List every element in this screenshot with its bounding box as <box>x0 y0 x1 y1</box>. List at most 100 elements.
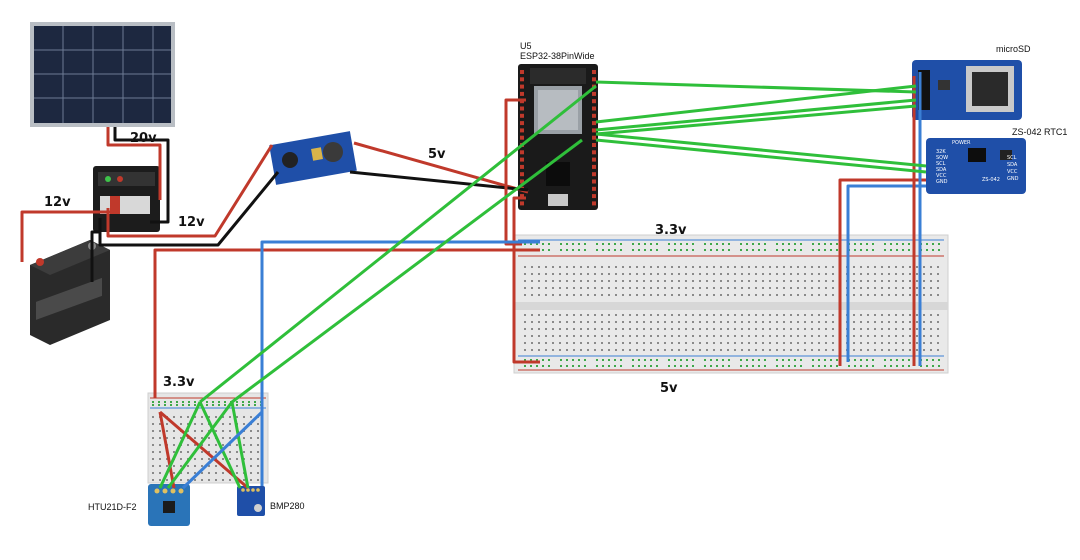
breadboard-hole <box>916 294 918 296</box>
breadboard-hole <box>644 365 646 367</box>
solar-voltage-label: 20v <box>130 131 157 146</box>
breadboard-hole <box>668 243 670 245</box>
breadboard-hole <box>824 243 826 245</box>
breadboard-hole <box>212 401 214 403</box>
breadboard-hole <box>601 280 603 282</box>
esp32-pin <box>592 194 596 199</box>
breadboard-hole <box>580 349 582 351</box>
rtc-pin-label: SDA <box>936 167 947 173</box>
breadboard-hole <box>755 287 757 289</box>
breadboard-hole <box>152 479 154 481</box>
breadboard-hole <box>762 349 764 351</box>
breadboard-hole <box>173 472 175 474</box>
breadboard-hole <box>685 321 687 323</box>
breadboard-hole <box>848 365 850 367</box>
breadboard-hole <box>545 314 547 316</box>
breadboard-hole <box>257 458 259 460</box>
breadboard-hole <box>580 314 582 316</box>
breadboard-hole <box>222 458 224 460</box>
breadboard-hole <box>788 365 790 367</box>
breadboard-hole <box>643 280 645 282</box>
breadboard-hole <box>552 321 554 323</box>
esp32-pin <box>520 172 524 177</box>
breadboard-hole <box>902 266 904 268</box>
breadboard-hole <box>762 294 764 296</box>
wire-solar-red <box>106 127 162 200</box>
breadboard-hole <box>755 349 757 351</box>
breadboard-hole <box>194 458 196 460</box>
breadboard-hole <box>208 472 210 474</box>
breadboard-hole <box>250 451 252 453</box>
breadboard-hole <box>559 294 561 296</box>
breadboard-hole <box>895 280 897 282</box>
breadboard-hole <box>236 458 238 460</box>
breadboard-hole <box>566 314 568 316</box>
breadboard-hole <box>559 335 561 337</box>
breadboard-hole <box>222 437 224 439</box>
breadboard-hole <box>776 273 778 275</box>
breadboard-hole <box>746 365 748 367</box>
breadboard-hole <box>545 342 547 344</box>
breadboard-hole <box>762 328 764 330</box>
breadboard-hole <box>748 335 750 337</box>
breadboard-hole <box>832 294 834 296</box>
breadboard-hole <box>248 404 250 406</box>
breadboard-hole <box>166 423 168 425</box>
breadboard-hole <box>159 451 161 453</box>
breadboard-hole <box>706 335 708 337</box>
breadboard-hole <box>566 342 568 344</box>
breadboard-hole <box>764 249 766 251</box>
breadboard-hole <box>614 243 616 245</box>
breadboard-hole <box>573 294 575 296</box>
breadboard-hole <box>902 342 904 344</box>
breadboard-hole <box>608 335 610 337</box>
breadboard-hole <box>909 287 911 289</box>
breadboard-hole <box>170 404 172 406</box>
breadboard-hole <box>734 349 736 351</box>
breadboard-hole <box>159 479 161 481</box>
breadboard-hole <box>804 287 806 289</box>
breadboard-hole <box>531 273 533 275</box>
breadboard-hole <box>152 444 154 446</box>
breadboard-hole <box>762 273 764 275</box>
breadboard-hole <box>716 365 718 367</box>
bmp280-sensor <box>237 486 265 516</box>
breadboard-hole <box>538 335 540 337</box>
breadboard-hole <box>680 359 682 361</box>
breadboard-hole <box>622 280 624 282</box>
breadboard-hole <box>584 365 586 367</box>
breadboard-hole <box>860 342 862 344</box>
breadboard-hole <box>636 287 638 289</box>
breadboard-hole <box>860 335 862 337</box>
breadboard-hole <box>860 328 862 330</box>
breadboard-hole <box>758 243 760 245</box>
breadboard-hole <box>720 314 722 316</box>
breadboard-hole <box>884 359 886 361</box>
wire-i2c-scl <box>595 132 927 168</box>
breadboard-hole <box>874 273 876 275</box>
breadboard-hole <box>250 472 252 474</box>
breadboard-hole <box>536 243 538 245</box>
breadboard-hole <box>776 249 778 251</box>
breadboard-hole <box>566 266 568 268</box>
breadboard-hole <box>923 321 925 323</box>
breadboard-hole <box>542 359 544 361</box>
breadboard-hole <box>704 359 706 361</box>
breadboard-hole <box>825 349 827 351</box>
breadboard-hole <box>596 359 598 361</box>
breadboard-hole <box>643 321 645 323</box>
breadboard-hole <box>601 287 603 289</box>
breadboard-hole <box>620 359 622 361</box>
breadboard-hole <box>215 451 217 453</box>
breadboard-hole <box>650 359 652 361</box>
small-breadboard-rail-label: 3.3v <box>163 375 195 390</box>
breadboard-hole <box>657 349 659 351</box>
breadboard-hole <box>790 349 792 351</box>
breadboard-hole <box>836 243 838 245</box>
breadboard-hole <box>830 243 832 245</box>
breadboard-hole <box>794 243 796 245</box>
breadboard-hole <box>530 359 532 361</box>
breadboard-hole <box>776 359 778 361</box>
breadboard-hole <box>710 365 712 367</box>
